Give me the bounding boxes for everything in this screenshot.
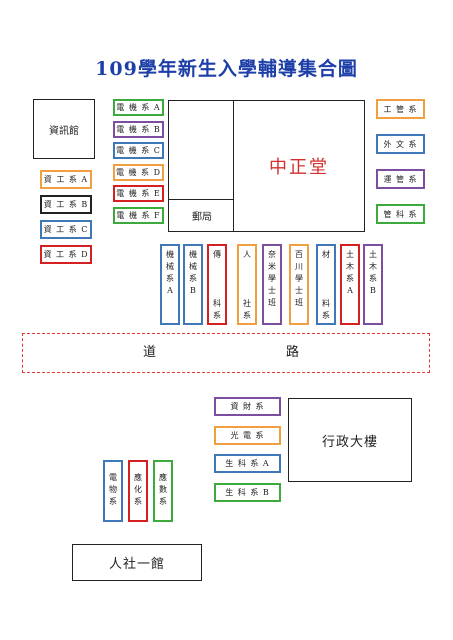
right-dept-2: 外 文 系 bbox=[376, 134, 425, 154]
vertical-dept-char: 川 bbox=[295, 262, 303, 271]
vertical-dept-char: 系 bbox=[243, 311, 251, 320]
vertical-dept-char: A bbox=[347, 286, 353, 295]
electrical-dept-1: 電 機 系 A bbox=[113, 99, 164, 116]
infoeng-dept-1: 資 工 系 A bbox=[40, 170, 92, 189]
vertical-dept-char: 材 bbox=[322, 250, 330, 259]
vertical-dept-char: 奈 bbox=[268, 250, 276, 259]
vertical-dept-3: 傳科系 bbox=[207, 244, 227, 325]
infoeng-dept-4: 資 工 系 D bbox=[40, 245, 92, 264]
info-center-building: 資訊館 bbox=[33, 99, 95, 159]
vertical-dept-char: B bbox=[190, 286, 196, 295]
lower-left-dept-1: 電物系 bbox=[103, 460, 123, 522]
lower-left-dept-char: 化 bbox=[134, 485, 142, 494]
lower-left-dept-char: 應 bbox=[134, 473, 142, 482]
lower-middle-dept-1: 資 財 系 bbox=[214, 397, 281, 416]
vertical-dept-char: 系 bbox=[369, 274, 377, 283]
vertical-dept-bottom-text: 料系 bbox=[322, 300, 330, 320]
vertical-dept-char: 學 bbox=[295, 274, 303, 283]
infoeng-dept-3: 資 工 系 C bbox=[40, 220, 92, 239]
vertical-dept-char: 系 bbox=[346, 274, 354, 283]
vertical-dept-top-text: 傳 bbox=[213, 251, 221, 259]
vertical-dept-char: 社 bbox=[243, 299, 251, 308]
lower-middle-dept-3: 生 科 系 A bbox=[214, 454, 281, 473]
vertical-dept-char: 班 bbox=[268, 298, 276, 307]
vertical-dept-7: 材料系 bbox=[316, 244, 336, 325]
vertical-dept-char: 傳 bbox=[213, 250, 221, 259]
right-dept-4: 管 科 系 bbox=[376, 204, 425, 224]
vertical-dept-char: 機 bbox=[189, 250, 197, 259]
road-label-1: 道 bbox=[143, 345, 158, 360]
vertical-dept-char: 系 bbox=[189, 274, 197, 283]
vertical-dept-char: 人 bbox=[243, 250, 251, 259]
lower-left-dept-char: 數 bbox=[159, 485, 167, 494]
vertical-dept-char: 料 bbox=[322, 299, 330, 308]
vertical-dept-char: 木 bbox=[369, 262, 377, 271]
vertical-dept-top-text: 奈米學士班 bbox=[268, 251, 276, 307]
vertical-dept-char: 土 bbox=[369, 250, 377, 259]
vertical-dept-char: 班 bbox=[295, 298, 303, 307]
vertical-dept-char: 士 bbox=[295, 286, 303, 295]
vertical-dept-char: 機 bbox=[166, 250, 174, 259]
admin-building: 行政大樓 bbox=[288, 398, 412, 482]
right-dept-1: 工 管 系 bbox=[376, 99, 425, 119]
zhongzheng-hall-building: 中正堂 bbox=[233, 100, 365, 232]
vertical-dept-6: 百川學士班 bbox=[289, 244, 309, 325]
lower-left-dept-char: 系 bbox=[109, 497, 117, 506]
vertical-dept-5: 奈米學士班 bbox=[262, 244, 282, 325]
lower-left-dept-char: 系 bbox=[134, 497, 142, 506]
lower-left-dept-2: 應化系 bbox=[128, 460, 148, 522]
lower-middle-dept-2: 光 電 系 bbox=[214, 425, 281, 445]
vertical-dept-char: 系 bbox=[166, 274, 174, 283]
road-label-2: 路 bbox=[286, 345, 301, 360]
vertical-dept-char: 科 bbox=[213, 299, 221, 308]
vertical-dept-char: 系 bbox=[213, 311, 221, 320]
vertical-dept-top-text: 百川學士班 bbox=[295, 251, 303, 307]
electrical-dept-4: 電 機 系 D bbox=[113, 163, 164, 181]
electrical-dept-6: 電 機 系 F bbox=[113, 206, 164, 224]
vertical-dept-4: 人社系 bbox=[237, 244, 257, 325]
lower-left-dept-char: 系 bbox=[159, 497, 167, 506]
vertical-dept-char: 木 bbox=[346, 262, 354, 271]
vertical-dept-char: 士 bbox=[268, 286, 276, 295]
vertical-dept-bottom-text: 社系 bbox=[243, 300, 251, 320]
vertical-dept-top-text: 材 bbox=[322, 251, 330, 259]
post-office-building: 郵局 bbox=[168, 199, 236, 232]
lower-left-dept-char: 應 bbox=[159, 473, 167, 482]
vertical-dept-top-text: 人 bbox=[243, 251, 251, 259]
vertical-dept-char: B bbox=[370, 286, 376, 295]
infoeng-dept-2: 資 工 系 B bbox=[40, 195, 92, 214]
electrical-dept-5: 電 機 系 E bbox=[113, 185, 164, 202]
vertical-dept-char: 土 bbox=[346, 250, 354, 259]
vertical-dept-char: 百 bbox=[295, 250, 303, 259]
left-annex-building bbox=[168, 100, 236, 200]
lower-left-dept-text: 應數系 bbox=[159, 474, 167, 506]
map-title: 109學年新生入學輔導集合圖 bbox=[95, 58, 358, 80]
vertical-dept-char: 米 bbox=[268, 262, 276, 271]
electrical-dept-2: 電 機 系 B bbox=[113, 120, 164, 138]
vertical-dept-bottom-text: 科系 bbox=[213, 300, 221, 320]
lower-left-dept-char: 物 bbox=[109, 485, 117, 494]
electrical-dept-3: 電 機 系 C bbox=[113, 142, 164, 159]
lower-left-dept-text: 電物系 bbox=[109, 474, 117, 506]
vertical-dept-char: 械 bbox=[189, 262, 197, 271]
right-dept-3: 運 管 系 bbox=[376, 169, 425, 189]
vertical-dept-char: A bbox=[167, 286, 173, 295]
lower-left-dept-char: 電 bbox=[109, 473, 117, 482]
lower-middle-dept-4: 生 科 系 B bbox=[214, 482, 281, 502]
lower-left-dept-3: 應數系 bbox=[153, 460, 173, 522]
vertical-dept-char: 械 bbox=[166, 262, 174, 271]
humanities-social-1-building: 人社一館 bbox=[72, 544, 202, 581]
road-outline bbox=[22, 333, 430, 373]
vertical-dept-char: 學 bbox=[268, 274, 276, 283]
lower-left-dept-text: 應化系 bbox=[134, 474, 142, 506]
vertical-dept-char: 系 bbox=[322, 311, 330, 320]
